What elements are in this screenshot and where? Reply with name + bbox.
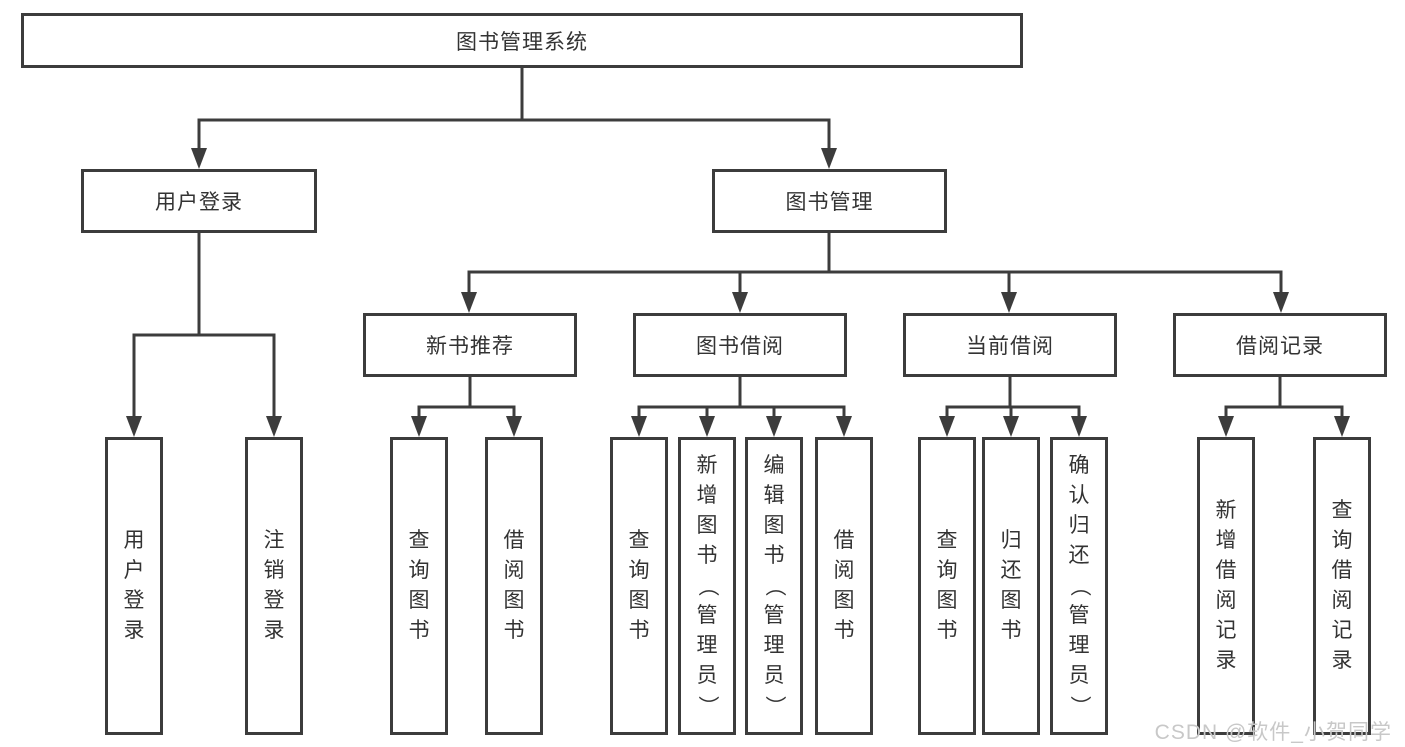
leaf-borrow-books: 借阅图书 [815, 437, 873, 735]
leaf-query-borrow-record: 查询借阅记录 [1313, 437, 1371, 735]
leaf-label: 借阅图书 [833, 529, 855, 642]
leaf-label: 新增借阅记录 [1215, 499, 1237, 672]
leaf-label: 注销登录 [263, 529, 285, 642]
leaf-edit-books-admin: 编辑图书（管理员） [745, 437, 803, 735]
leaf-label: 新增图书（管理员） [696, 454, 719, 717]
leaf-label: 查询图书 [628, 529, 650, 642]
leaf-label: 查询借阅记录 [1331, 499, 1353, 672]
node-label: 用户登录 [155, 191, 243, 214]
leaf-label: 用户登录 [123, 529, 145, 642]
leaf-add-books-admin: 新增图书（管理员） [678, 437, 736, 735]
leaf-user-login: 用户登录 [105, 437, 163, 735]
node-new-book-recommendation: 新书推荐 [363, 313, 577, 377]
leaf-label: 借阅图书 [503, 529, 525, 642]
leaf-borrow-books-recommend: 借阅图书 [485, 437, 543, 735]
leaf-logout: 注销登录 [245, 437, 303, 735]
leaf-return-books: 归还图书 [982, 437, 1040, 735]
leaf-label: 查询图书 [936, 529, 958, 642]
node-book-borrowing: 图书借阅 [633, 313, 847, 377]
leaf-label: 确认归还（管理员） [1068, 454, 1091, 717]
node-library-management-system: 图书管理系统 [21, 13, 1023, 68]
leaf-confirm-return-admin: 确认归还（管理员） [1050, 437, 1108, 735]
node-book-management: 图书管理 [712, 169, 947, 233]
node-label: 图书管理系统 [456, 30, 588, 54]
leaf-query-books-borrowing: 查询图书 [610, 437, 668, 735]
node-label: 图书借阅 [696, 335, 784, 358]
node-label: 图书管理 [785, 191, 874, 214]
node-borrowing-records: 借阅记录 [1173, 313, 1387, 377]
node-label: 借阅记录 [1236, 335, 1324, 358]
leaf-label: 归还图书 [1000, 529, 1022, 642]
leaf-query-books-recommend: 查询图书 [390, 437, 448, 735]
node-label: 当前借阅 [966, 335, 1054, 358]
node-current-borrowing: 当前借阅 [903, 313, 1117, 377]
node-user-login: 用户登录 [81, 169, 317, 233]
leaf-query-books-current: 查询图书 [918, 437, 976, 735]
leaf-add-borrow-record: 新增借阅记录 [1197, 437, 1255, 735]
node-label: 新书推荐 [426, 335, 514, 358]
csdn-watermark: CSDN @软件_小贺同学 [1154, 721, 1392, 744]
leaf-label: 查询图书 [408, 529, 430, 642]
leaf-label: 编辑图书（管理员） [763, 454, 786, 717]
